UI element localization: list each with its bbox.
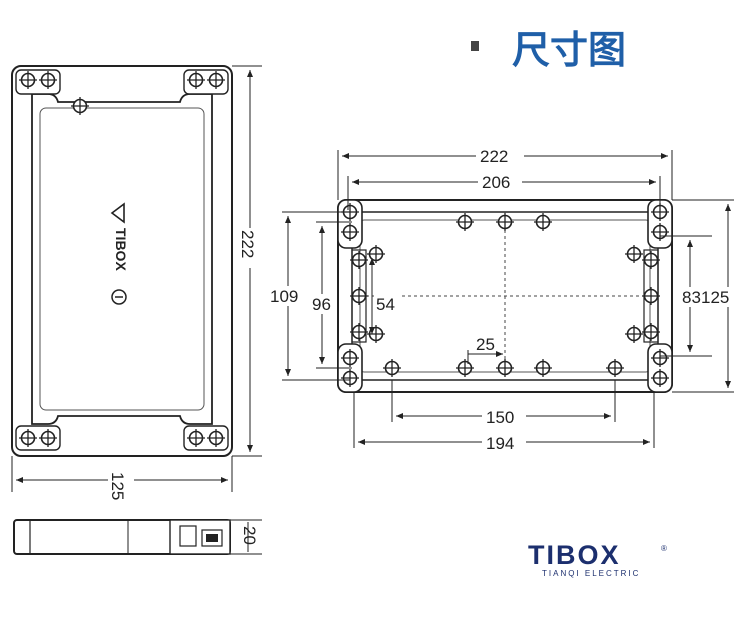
logo-registered-mark: ® xyxy=(661,544,667,553)
logo-wordmark: TIBOX xyxy=(528,540,621,570)
dim-label-125-right: 125 xyxy=(701,288,729,307)
dim-label-222-top: 222 xyxy=(480,147,508,166)
page-title: 尺寸图 xyxy=(512,28,626,72)
power-symbol-icon xyxy=(111,289,127,305)
dim-label-206: 206 xyxy=(482,173,510,192)
warning-triangle-icon xyxy=(110,202,125,224)
dim-label-54: 54 xyxy=(376,295,395,314)
dim-label-194: 194 xyxy=(486,434,514,453)
dim-label-125-front: 125 xyxy=(108,472,127,500)
brand-logo: TIBOX ® TIANQI ELECTRIC xyxy=(528,540,667,578)
front-gasket-line xyxy=(39,107,205,411)
interior-view: 222 206 109 96 54 83 125 xyxy=(268,145,748,453)
dim-label-83: 83 xyxy=(682,288,701,307)
dim-label-96: 96 xyxy=(312,295,331,314)
front-brand-text: TIBOX xyxy=(113,228,129,271)
logo-tagline: TIANQI ELECTRIC xyxy=(542,569,640,578)
dim-label-109: 109 xyxy=(270,287,298,306)
dim-label-150: 150 xyxy=(486,408,514,427)
dim-label-25: 25 xyxy=(476,335,495,354)
title-bullet-icon xyxy=(471,41,479,51)
dim-label-222-front: 222 xyxy=(238,230,257,258)
dim-label-20: 20 xyxy=(240,526,259,545)
front-view: TIBOX 222 125 xyxy=(11,65,262,500)
page-title-group: 尺寸图 xyxy=(471,28,626,72)
side-view: 20 xyxy=(13,519,262,555)
